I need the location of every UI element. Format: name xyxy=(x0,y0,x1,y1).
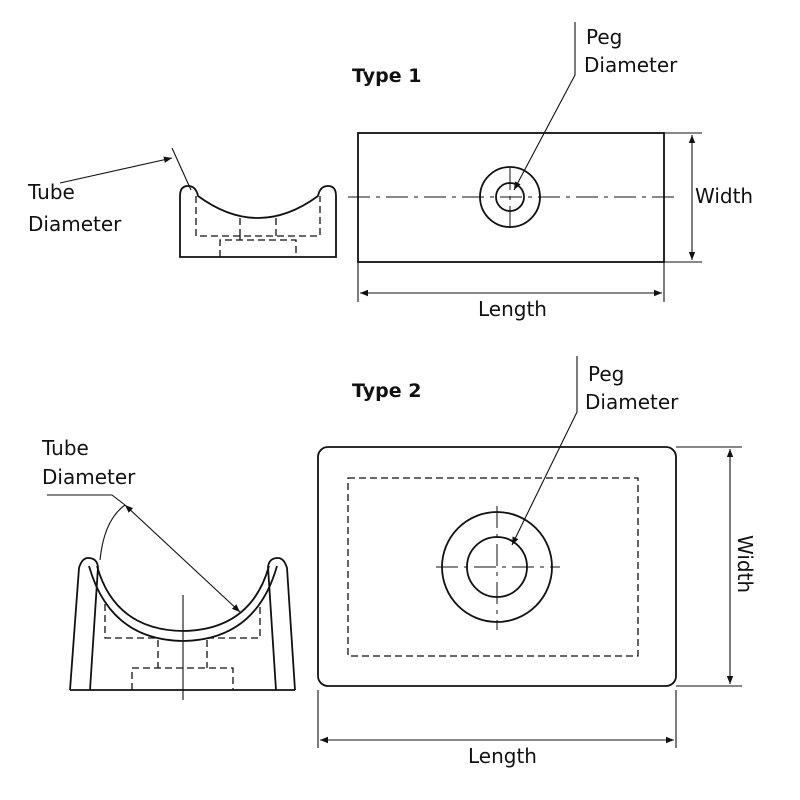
type1-width-label: Width xyxy=(695,184,753,208)
type2-tube-label-2: Diameter xyxy=(42,465,136,489)
type2-width-label: Width xyxy=(733,535,757,593)
type1-peg-label-1: Peg xyxy=(586,25,622,49)
type1-title: Type 1 xyxy=(352,65,421,87)
type1-side-view xyxy=(59,147,337,258)
type1-peg-label-2: Diameter xyxy=(584,53,678,77)
type2-top-view xyxy=(317,356,742,748)
type1-tube-label-2: Diameter xyxy=(28,212,122,236)
type1-tube-label-1: Tube xyxy=(27,180,75,204)
type2-tube-diameter-dimension xyxy=(124,504,241,613)
type1-length-label: Length xyxy=(478,297,547,321)
type2-length-label: Length xyxy=(468,744,537,768)
type2-title: Type 2 xyxy=(352,380,421,402)
tube-diameter-leader xyxy=(59,156,173,184)
type2-tube-label-1: Tube xyxy=(41,436,89,460)
type2-peg-leader xyxy=(511,356,578,546)
type2-side-view xyxy=(47,494,296,700)
type1-top-view xyxy=(348,22,702,302)
type2-peg-label-1: Peg xyxy=(588,362,624,386)
type2-peg-label-2: Diameter xyxy=(585,390,679,414)
type1-peg-leader xyxy=(513,22,576,191)
